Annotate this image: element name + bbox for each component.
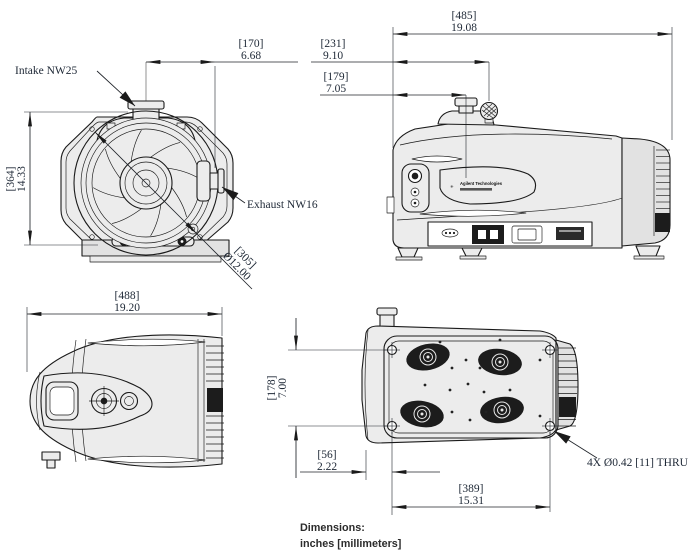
side-lower-seam [396, 197, 623, 221]
dim-top-overall-length-mm: [488] [115, 290, 140, 302]
power-inlet [472, 225, 504, 244]
pod-port-1-center [411, 172, 419, 180]
dim-intake-to-exhaust-mm: [170] [239, 38, 264, 50]
dim-front-height-mm: [364] [5, 167, 17, 192]
power-switch [511, 225, 543, 244]
side-foot-front-pad [395, 256, 423, 261]
top-foot-stem [46, 459, 56, 469]
bottom-ribs [558, 347, 578, 427]
intake-label: Intake NW25 [15, 65, 78, 77]
exhaust-label: Exhaust NW16 [247, 199, 318, 211]
base-plate [383, 335, 559, 439]
top-slot-lower [87, 455, 206, 464]
mounting-holes-label: 4X Ø0.42 [11] THRU [587, 457, 689, 469]
top-view [29, 334, 224, 469]
dim-front-to-ballast: [231] 9.10 [311, 38, 490, 101]
side-top-seam [399, 133, 613, 146]
dim-front-to-intake: [179] 7.05 [320, 71, 467, 178]
dim-mount-hole-edge-offset: [56] 2.22 [300, 432, 440, 515]
dim-mount-hole-span-length: [389] 15.31 [391, 432, 551, 512]
dim-intake-to-exhaust: [170] 6.68 [145, 38, 298, 168]
top-window-inner [49, 386, 75, 416]
note-title: Dimensions: [300, 522, 365, 534]
dim-front-to-ballast-mm: [231] [321, 38, 346, 50]
dim-overall-length-in: 19.08 [451, 22, 477, 34]
rating-label-line [559, 230, 581, 232]
side-vent-slot-lower [419, 209, 527, 217]
dim-mount-hole-span-width-mm: [178] [266, 376, 278, 401]
logo-model-text-smudge [460, 188, 492, 191]
power-switch-rocker [517, 228, 537, 241]
pod-dot [413, 190, 417, 194]
dim-top-overall-length: [488] 19.20 [26, 290, 223, 372]
mounting-holes [384, 342, 558, 434]
side-view: ✳ Agilent Technologies [386, 97, 671, 261]
pin-dot [444, 231, 448, 235]
signal-connector [441, 228, 459, 238]
exhaust-bracket [196, 160, 211, 202]
callout-mounting-holes: 4X Ø0.42 [11] THRU [553, 430, 689, 469]
top-ribs [206, 345, 224, 459]
front-base-lip [89, 255, 222, 263]
front-view [60, 62, 234, 263]
dim-mount-hole-span-length-in: 15.31 [458, 495, 484, 507]
rating-label [556, 227, 584, 240]
top-slot-upper [87, 338, 206, 347]
top-vent-dark [207, 388, 223, 412]
dim-intake-to-exhaust-in: 6.68 [241, 50, 261, 62]
base-screws [423, 338, 542, 422]
power-inlet-slot [478, 230, 486, 239]
pod-dot [413, 201, 417, 205]
dim-mount-hole-edge-offset-in: 2.22 [317, 461, 337, 473]
base-plate-inner [388, 340, 554, 434]
shroud-bolts [89, 126, 203, 240]
dim-mount-hole-span-width: [178] 7.00 [266, 318, 388, 478]
rubber-feet [400, 343, 524, 428]
top-nose-inner [36, 371, 41, 431]
pin-dot [452, 231, 456, 235]
side-foot-rear-pad [633, 255, 665, 260]
motor-ribs [653, 146, 670, 236]
dim-mount-hole-span-width-in: 7.00 [277, 378, 289, 398]
dim-mount-hole-span-length-mm: [389] [459, 483, 484, 495]
bottom-left-inner-line [364, 329, 369, 441]
callout-exhaust: Exhaust NW16 [221, 186, 318, 211]
note-units: inches [millimeters] [300, 538, 401, 550]
dim-front-height: [364] 14.33 [5, 111, 128, 246]
motor-vent-dark [655, 213, 670, 232]
dim-overall-length-mm: [485] [452, 10, 477, 22]
dim-front-to-ballast-in: 9.10 [323, 50, 343, 62]
exhaust-flange [217, 168, 225, 194]
side-vent-slot-upper [411, 155, 463, 163]
top-knob-small [119, 391, 139, 411]
callout-intake: Intake NW25 [15, 65, 136, 107]
bottom-view [361, 307, 579, 444]
logo-brand-text: Agilent Technologies [460, 181, 503, 186]
dim-overall-length: [485] 19.08 [392, 10, 673, 148]
bottom-vent-dark [559, 397, 576, 417]
dim-fan-diameter: [305] Ø12.00 [94, 131, 258, 290]
side-foot-mid-pad [459, 255, 487, 260]
side-foot-front [397, 247, 419, 258]
ballast-knurl [481, 103, 497, 119]
dim-front-to-intake-in: 7.05 [326, 83, 346, 95]
bolt-dot [180, 240, 184, 243]
power-inlet-slot2 [490, 230, 498, 239]
agilent-star-icon: ✳ [450, 184, 454, 189]
dim-mount-hole-edge-offset-mm: [56] [317, 449, 336, 461]
top-foot [41, 451, 61, 461]
side-foot-mid [461, 247, 483, 257]
logo-plate [439, 166, 537, 205]
pin-dot [448, 231, 452, 235]
side-front-tab [386, 196, 395, 214]
side-foot-rear [635, 245, 661, 257]
bottom-intake-cap [376, 307, 398, 316]
dim-top-overall-length-in: 19.20 [114, 302, 140, 314]
units-note: Dimensions: inches [millimeters] [300, 522, 401, 550]
dim-front-height-in: 14.33 [16, 166, 28, 192]
top-knob-small-ring [124, 396, 134, 406]
drain-port [187, 223, 199, 235]
dim-front-to-intake-mm: [179] [324, 71, 349, 83]
